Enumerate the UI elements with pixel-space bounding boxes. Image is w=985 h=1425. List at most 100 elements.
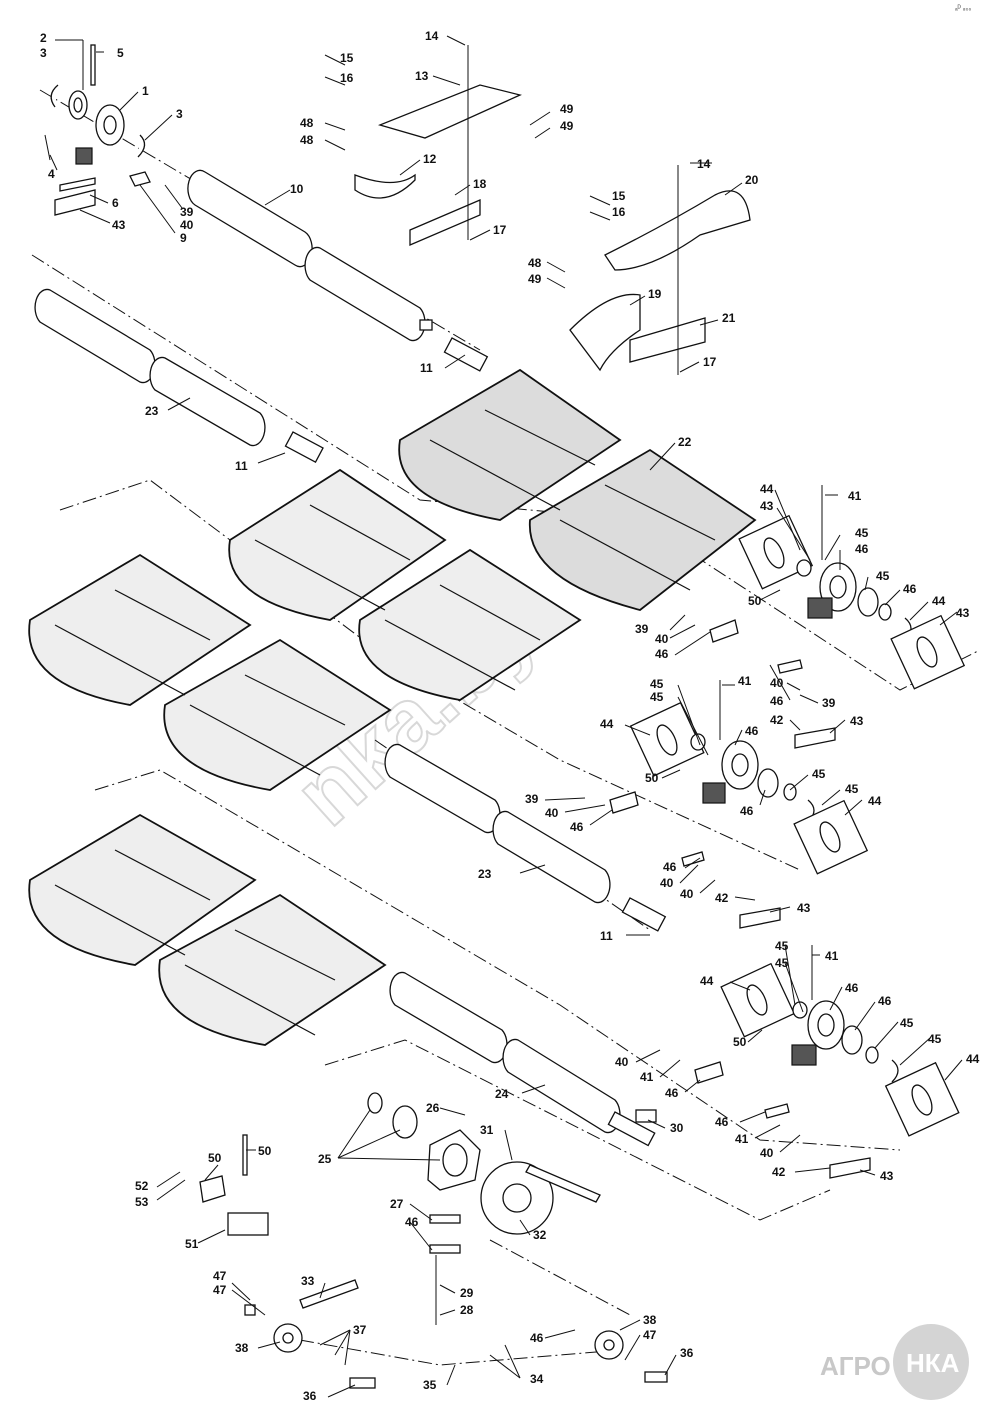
callout-36: 36 — [680, 1346, 694, 1360]
top-left-bearing-group — [44, 44, 151, 216]
callout-39: 40 — [680, 887, 694, 901]
callout-28: 28 — [460, 1303, 474, 1317]
callout-1: 1 — [142, 84, 149, 98]
callout-50: 46 — [770, 694, 784, 708]
callout-57: 49 — [560, 119, 574, 133]
callout-39: 39 — [180, 205, 194, 219]
callout-26: 26 — [426, 1101, 440, 1115]
leader-lines — [49, 35, 963, 1398]
callout-19: 19 — [648, 287, 662, 301]
logo-left: АГРО — [820, 1351, 891, 1381]
callout-40: 53 — [135, 1195, 149, 1209]
callout-11: 11 — [235, 459, 248, 473]
callout-49: 46 — [570, 820, 584, 834]
callout-45: 45 — [928, 1032, 942, 1046]
conveyor-belts — [28, 368, 757, 1046]
callout-3: 3 — [40, 46, 47, 60]
callout-39: 39 — [525, 792, 539, 806]
corner-mark: ₐᴰ ₈₀₀ — [955, 5, 972, 12]
callout-5: 5 — [117, 46, 124, 60]
callout-2: 2 — [40, 31, 47, 45]
callout-14: 14 — [425, 29, 439, 43]
callout-46: 46 — [903, 582, 917, 596]
callout-6: 6 — [112, 196, 119, 210]
callout-4: 50 — [748, 594, 762, 608]
callout-4: 4 — [48, 167, 55, 181]
callout-3: 3 — [176, 107, 183, 121]
callout-41: 41 — [825, 949, 839, 963]
callout-40: 40 — [180, 218, 194, 232]
callout-43: 43 — [112, 218, 126, 232]
callout-47: 46 — [878, 994, 892, 1008]
callout-labels: 2 3 5 1 3 4 6 43 39 40 9 10 11 11 11 12 … — [40, 29, 980, 1403]
callout-24: 24 — [495, 1087, 509, 1101]
callout-46: 45 — [855, 526, 869, 540]
callout-49: 46 — [655, 647, 669, 661]
callout-51: 46 — [405, 1215, 419, 1229]
callout-40: 41 — [735, 1132, 749, 1146]
callout-21: 21 — [722, 311, 736, 325]
callout-54: 47 — [643, 1328, 657, 1342]
callout-44: 44 — [700, 974, 714, 988]
callout-30: 30 — [670, 1121, 684, 1135]
callout-46: 45 — [812, 767, 826, 781]
callout-46: 45 — [650, 677, 664, 691]
callout-23: 23 — [478, 867, 492, 881]
callout-29: 29 — [460, 1286, 474, 1300]
callout-39: 39 — [635, 622, 649, 636]
callout-52: 46 — [530, 1331, 544, 1345]
callout-45: 45 — [650, 690, 664, 704]
callout-39: 40 — [615, 1055, 629, 1069]
callout-47: 45 — [876, 569, 890, 583]
callout-44: 44 — [966, 1052, 980, 1066]
callout-56: 48 — [300, 133, 314, 147]
callout-43: 43 — [880, 1169, 894, 1183]
callout-38: 38 — [235, 1341, 249, 1355]
callout-17: 17 — [703, 355, 717, 369]
callout-55: 48 — [300, 116, 314, 130]
callout-56: 49 — [560, 102, 574, 116]
callout-45: 44 — [760, 482, 774, 496]
callout-45: 45 — [775, 956, 789, 970]
callout-54: 47 — [213, 1269, 227, 1283]
callout-10: 10 — [290, 182, 304, 196]
watermark-logo: АГРО НКА — [820, 1324, 969, 1400]
callout-11: 11 — [420, 361, 433, 375]
callout-44: 43 — [760, 499, 774, 513]
shields — [354, 84, 751, 372]
callout-42: 42 — [715, 891, 729, 905]
callout-9: 9 — [180, 231, 187, 245]
callout-15: 15 — [340, 51, 354, 65]
callout-27: 27 — [390, 1197, 404, 1211]
callout-35: 35 — [423, 1378, 437, 1392]
callout-40: 40 — [770, 676, 784, 690]
callout-44: 44 — [868, 794, 882, 808]
callout-23: 23 — [145, 404, 159, 418]
callout-46: 45 — [775, 939, 789, 953]
callout-25: 25 — [318, 1152, 332, 1166]
callout-31: 31 — [480, 1123, 494, 1137]
callout-4: 50 — [645, 771, 659, 785]
callout-13: 13 — [415, 69, 429, 83]
callout-39: 52 — [135, 1179, 149, 1193]
callout-4: 50 — [733, 1035, 747, 1049]
callout-33: 33 — [301, 1274, 315, 1288]
callout-45: 44 — [932, 594, 946, 608]
callout-53: 47 — [213, 1283, 227, 1297]
callout-42: 42 — [772, 1165, 786, 1179]
callout-37: 37 — [353, 1323, 367, 1337]
callout-39: 39 — [822, 696, 836, 710]
logo-right: НКА — [906, 1348, 960, 1378]
logo-circle — [893, 1324, 969, 1400]
callout-55: 48 — [528, 256, 542, 270]
callout-38: 38 — [643, 1313, 657, 1327]
callout-41: 41 — [848, 489, 862, 503]
callout-34: 34 — [530, 1372, 544, 1386]
callout-12: 12 — [423, 152, 437, 166]
callout-32: 32 — [533, 1228, 547, 1242]
callout-50: 46 — [663, 860, 677, 874]
callout-16: 16 — [340, 71, 354, 85]
callout-43: 43 — [850, 714, 864, 728]
